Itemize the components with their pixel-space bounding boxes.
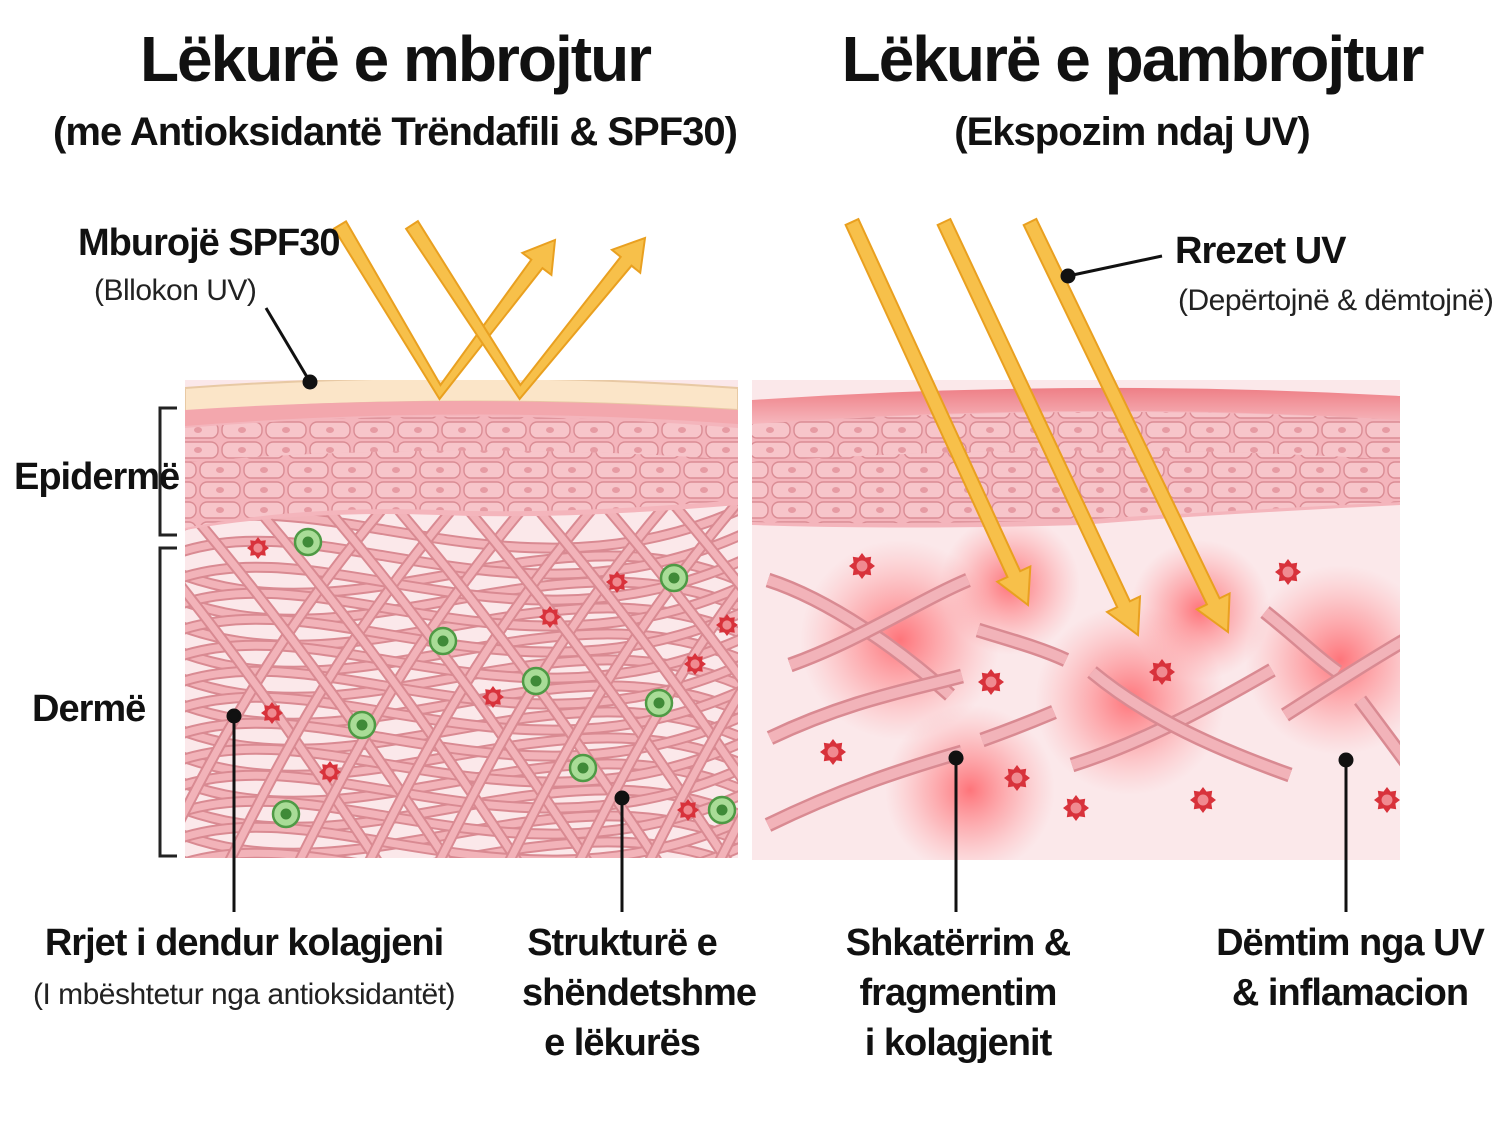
collagen-fiber — [526, 496, 738, 780]
collagen-fiber — [185, 766, 738, 812]
collagen-fiber — [170, 868, 760, 905]
uv-rays-label: Rrezet UV — [1175, 230, 1346, 272]
free-radical-icon — [1374, 787, 1400, 813]
left-skin — [170, 380, 760, 905]
free-radical-icon — [606, 571, 628, 593]
right-skin — [752, 380, 1461, 860]
healthy-structure-label: Strukturë e shëndetshme e lëkurës — [522, 922, 757, 1064]
dermis-bracket — [158, 546, 177, 858]
free-radical-icon — [482, 686, 504, 708]
free-radical-icon — [319, 761, 341, 783]
left-subtitle: (me Antioksidantë Trëndafili & SPF30) — [53, 110, 738, 154]
antioxidant-cell-icon — [568, 753, 598, 783]
antioxidant-cell-icon — [293, 527, 323, 557]
inflammation-zone — [885, 705, 1055, 860]
collagen-fragment — [1355, 697, 1400, 763]
collagen-fiber — [297, 496, 534, 858]
free-radical-icon — [1149, 659, 1175, 685]
inflammation-zone — [1245, 565, 1400, 755]
collagen-fragment — [767, 671, 964, 743]
free-radical-icon — [1190, 787, 1216, 813]
free-radical-icon — [539, 606, 561, 628]
reflected-uv-rays — [332, 219, 647, 401]
free-radical-icon — [978, 669, 1004, 695]
collagen-fiber — [437, 496, 674, 858]
collagen-network-sublabel: (I mbështetur nga antioksidantët) — [32, 978, 456, 1011]
antioxidant-cell-icon — [707, 795, 737, 825]
collagen-fiber — [367, 496, 604, 858]
free-radical-icon — [1063, 795, 1089, 821]
collagen-fragment — [976, 625, 1069, 665]
free-radical-icon — [684, 653, 706, 675]
free-radical-icon — [1004, 765, 1030, 791]
penetrating-uv-rays — [844, 217, 1231, 637]
collagen-fiber — [170, 868, 760, 905]
collagen-fiber — [647, 689, 738, 858]
epidermis-bracket — [158, 406, 177, 537]
collagen-fragment — [1088, 668, 1292, 780]
free-radical-icon — [1403, 568, 1429, 594]
antioxidant-cell-icon — [521, 666, 551, 696]
free-radical-icon — [820, 739, 846, 765]
collagen-network-label: Rrjet i dendur kolagjeni — [44, 922, 444, 964]
collagen-fiber — [507, 497, 738, 858]
collagen-fragments — [764, 572, 1400, 832]
collagen-fiber — [185, 584, 738, 630]
left-cells — [247, 527, 738, 829]
collagen-fragment — [980, 707, 1056, 745]
collagen-fragment — [765, 747, 964, 830]
dermis-label: Dermë — [32, 688, 146, 730]
collagen-fragment — [1282, 637, 1400, 720]
collagen-fiber — [596, 496, 738, 681]
collagen-fragment — [1070, 665, 1275, 770]
free-radical-icon — [247, 537, 269, 559]
collagen-fiber — [316, 496, 590, 858]
antioxidant-cell-icon — [271, 799, 301, 829]
collagen-fiber — [185, 585, 380, 858]
free-radical-icon — [716, 614, 738, 636]
right-free-radicals — [820, 553, 1461, 821]
collagen-fiber — [185, 792, 738, 838]
collagen-fiber — [456, 496, 730, 858]
leader-lines — [226, 254, 1354, 912]
free-radical-icon — [1275, 559, 1301, 585]
uv-rays-sublabel: (Depërtojnë & dëmtojnë) — [1178, 284, 1494, 317]
antioxidant-cell-icon — [644, 688, 674, 718]
left-title: Lëkurë e mbrojtur — [139, 23, 652, 95]
collagen-fiber — [227, 496, 464, 858]
collagen-fiber — [185, 500, 450, 858]
antioxidant-cell-icon — [428, 626, 458, 656]
free-radical-icon — [261, 702, 283, 724]
epidermis-label: Epidermë — [14, 456, 180, 498]
collagen-fiber — [717, 816, 738, 858]
collagen-fiber — [185, 532, 738, 578]
antioxidant-cell-icon — [347, 710, 377, 740]
free-radical-icon — [849, 553, 875, 579]
spf-shield-sublabel: (Bllokon UV) — [94, 274, 257, 307]
spf-shield-label: Mburojë SPF30 — [78, 222, 340, 264]
collagen-fragment — [1261, 608, 1341, 677]
right-title: Lëkurë e pambrojtur — [841, 23, 1425, 95]
uv-damage-label: Dëmtim nga UV & inflamacion — [1216, 922, 1485, 1014]
free-radical-icon — [1435, 710, 1461, 736]
collagen-fiber — [246, 496, 520, 858]
antioxidant-cell-icon — [659, 563, 689, 593]
collagen-fragment — [788, 575, 970, 670]
collagen-fiber — [185, 496, 394, 819]
collagen-fiber — [666, 496, 738, 589]
right-subtitle: (Ekspozim ndaj UV) — [954, 110, 1310, 154]
free-radical-icon — [677, 799, 699, 821]
collagen-fiber — [386, 496, 660, 858]
collagen-breakdown-label: Shkatërrim & fragmentim i kolagjenit — [845, 922, 1072, 1064]
